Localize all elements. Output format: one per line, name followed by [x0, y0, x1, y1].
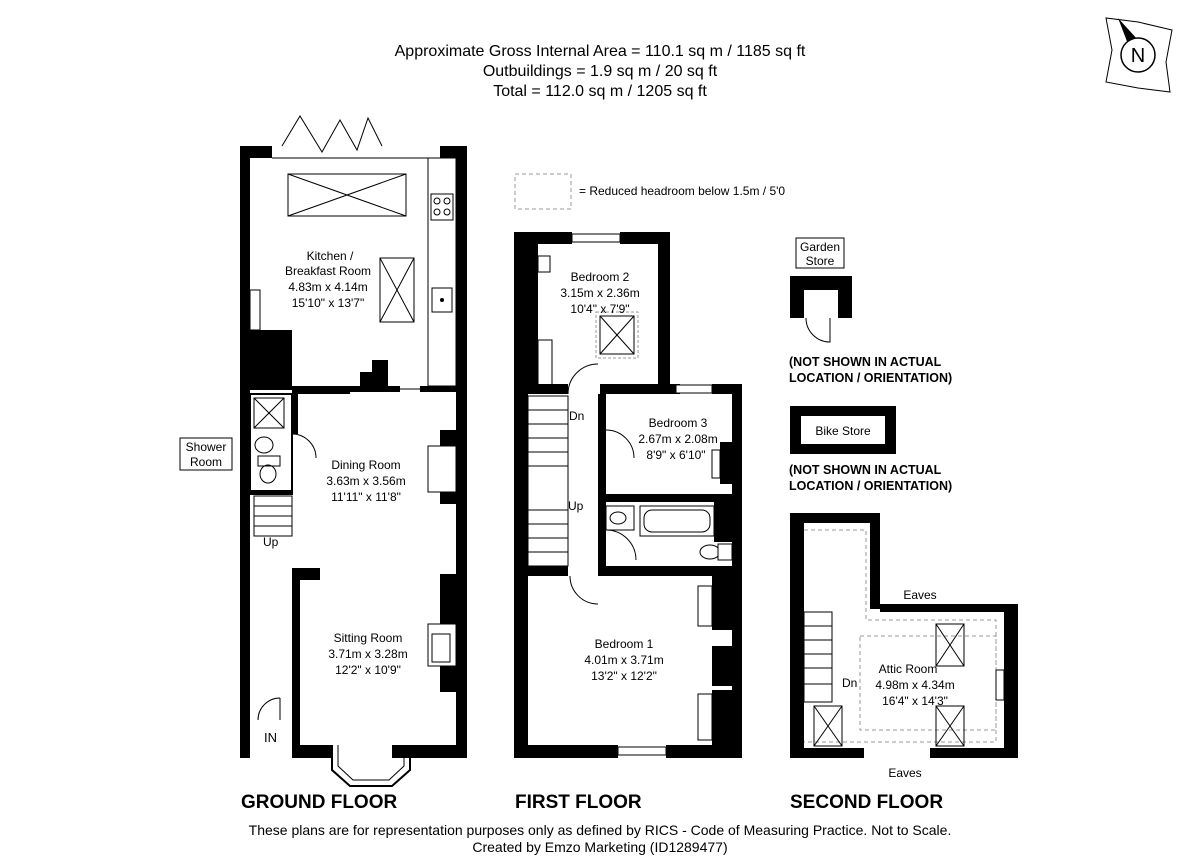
- bike-store-name: Bike Store: [815, 424, 871, 438]
- second-floor-label: SECOND FLOOR: [790, 792, 944, 813]
- garden-store-name-1: Garden: [800, 240, 840, 254]
- garden-store-plan: [790, 276, 852, 343]
- gross-area-line: Approximate Gross Internal Area = 110.1 …: [394, 43, 806, 60]
- outbuildings-area-line: Outbuildings = 1.9 sq m / 20 sq ft: [482, 63, 718, 80]
- kitchen-metric: 4.83m x 4.14m: [288, 280, 367, 294]
- kitchen-name-1: Kitchen /: [307, 249, 354, 263]
- bedroom2-name: Bedroom 2: [571, 270, 630, 284]
- entrance-label: IN: [264, 730, 277, 745]
- first-floor-plan: [514, 232, 742, 758]
- shower-room-label-box: [179, 437, 233, 471]
- headroom-legend-text: = Reduced headroom below 1.5m / 5'0: [579, 184, 785, 198]
- ground-up-label: Up: [263, 535, 279, 549]
- bike-store-note-2: LOCATION / ORIENTATION): [789, 479, 952, 493]
- second-floor-plan: [790, 513, 1018, 758]
- garden-store-note-1: (NOT SHOWN IN ACTUAL: [789, 355, 942, 369]
- garden-store-name-2: Store: [806, 254, 835, 268]
- compass-icon: N: [1105, 17, 1173, 93]
- second-dn-label: Dn: [842, 676, 857, 690]
- bedroom1-metric: 4.01m x 3.71m: [584, 653, 663, 667]
- bedroom3-name: Bedroom 3: [649, 416, 708, 430]
- bedroom2-imperial: 10'4" x 7'9": [570, 302, 629, 316]
- first-up-label: Up: [568, 499, 584, 513]
- eaves-top-label: Eaves: [903, 588, 936, 602]
- garden-store-note-2: LOCATION / ORIENTATION): [789, 371, 952, 385]
- attic-name: Attic Room: [879, 662, 938, 676]
- sitting-metric: 3.71m x 3.28m: [328, 647, 407, 661]
- bike-store-note-1: (NOT SHOWN IN ACTUAL: [789, 463, 942, 477]
- dining-imperial: 11'11" x 11'8": [331, 490, 401, 504]
- disclaimer-line: These plans are for representation purpo…: [248, 822, 952, 838]
- credit-line: Created by Emzo Marketing (ID1289477): [472, 839, 728, 855]
- sitting-imperial: 12'2" x 10'9": [335, 663, 401, 677]
- first-dn-label: Dn: [569, 409, 584, 423]
- eaves-bottom-label: Eaves: [888, 766, 921, 780]
- sitting-name: Sitting Room: [334, 631, 403, 645]
- compass-label: N: [1131, 45, 1145, 67]
- dining-metric: 3.63m x 3.56m: [326, 474, 405, 488]
- total-area-line: Total = 112.0 sq m / 1205 sq ft: [493, 83, 707, 100]
- kitchen-name-2: Breakfast Room: [285, 264, 371, 278]
- kitchen-imperial: 15'10" x 13'7": [292, 296, 365, 310]
- dining-name: Dining Room: [331, 458, 400, 472]
- bedroom3-metric: 2.67m x 2.08m: [638, 432, 717, 446]
- bike-store-plan: [790, 406, 896, 454]
- first-floor-label: FIRST FLOOR: [515, 792, 642, 813]
- bedroom3-imperial: 8'9" x 6'10": [646, 448, 705, 462]
- shower-room-name-1: Shower: [186, 440, 227, 454]
- headroom-legend-swatch: [514, 173, 572, 210]
- ground-floor-label: GROUND FLOOR: [241, 792, 398, 813]
- shower-room-name-2: Room: [190, 455, 222, 469]
- attic-imperial: 16'4" x 14'3": [882, 694, 948, 708]
- bedroom2-metric: 3.15m x 2.36m: [560, 286, 639, 300]
- bedroom1-name: Bedroom 1: [595, 637, 654, 651]
- attic-metric: 4.98m x 4.34m: [875, 678, 954, 692]
- ground-floor-plan: [240, 115, 467, 787]
- bedroom1-imperial: 13'2" x 12'2": [591, 669, 657, 683]
- garden-store-label-box: [795, 237, 845, 269]
